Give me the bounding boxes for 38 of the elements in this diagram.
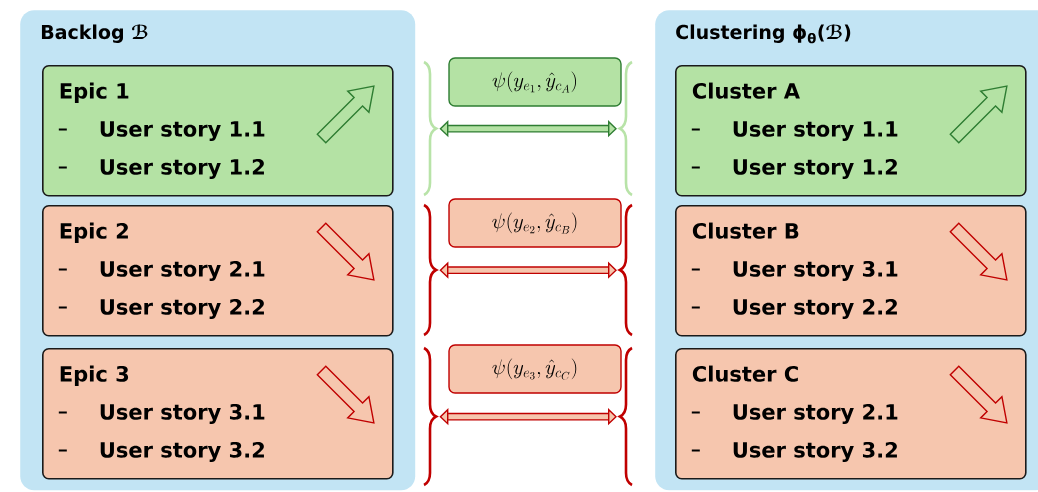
list-item: User story 2.1	[100, 260, 265, 282]
group-box	[42, 65, 394, 197]
list-item: User story 3.1	[100, 403, 265, 425]
formula-box: $\psi(y_{e_2},\hat{y}_{c_B})$	[448, 198, 622, 248]
curly-brace	[423, 346, 438, 487]
list-item: User story 3.2	[100, 441, 264, 463]
group-box	[42, 205, 394, 337]
box-heading: Cluster C	[692, 365, 798, 382]
list-item: User story 1.1	[733, 121, 898, 142]
box-heading: Cluster A	[692, 82, 800, 99]
panel-heading: Backlog ℬ	[41, 24, 148, 43]
list-item: User story 3.1	[733, 260, 898, 282]
double-arrow	[439, 261, 617, 279]
list-item: User story 1.2	[100, 158, 264, 180]
double-arrow	[439, 120, 617, 138]
box-heading: Epic 2	[60, 222, 128, 243]
list-item: User story 1.1	[100, 121, 265, 142]
box-heading: Cluster B	[692, 222, 799, 239]
list-item: User story 1.2	[733, 158, 897, 180]
list-item: User story 2.2	[733, 298, 897, 320]
panel-heading: Clustering ϕ$_{θ}$(ℬ)	[676, 24, 851, 44]
group-box	[675, 205, 1027, 337]
box-heading: Epic 1	[60, 82, 129, 103]
box-heading: Epic 3	[60, 365, 129, 386]
double-arrow	[439, 408, 617, 426]
curly-brace	[423, 60, 438, 197]
curly-brace	[618, 60, 633, 197]
list-item: User story 2.1	[733, 403, 898, 425]
group-box	[675, 65, 1027, 197]
group-box	[675, 348, 1027, 480]
group-box	[42, 348, 394, 480]
formula-box: $\psi(y_{e_3},\hat{y}_{c_C})$	[448, 344, 622, 394]
list-item: User story 3.2	[733, 441, 897, 463]
formula-box: $\psi(y_{e_1},\hat{y}_{c_A})$	[448, 57, 622, 107]
curly-brace	[618, 203, 633, 337]
list-item: User story 2.2	[100, 298, 264, 320]
curly-brace	[423, 203, 438, 337]
curly-brace	[618, 346, 633, 487]
